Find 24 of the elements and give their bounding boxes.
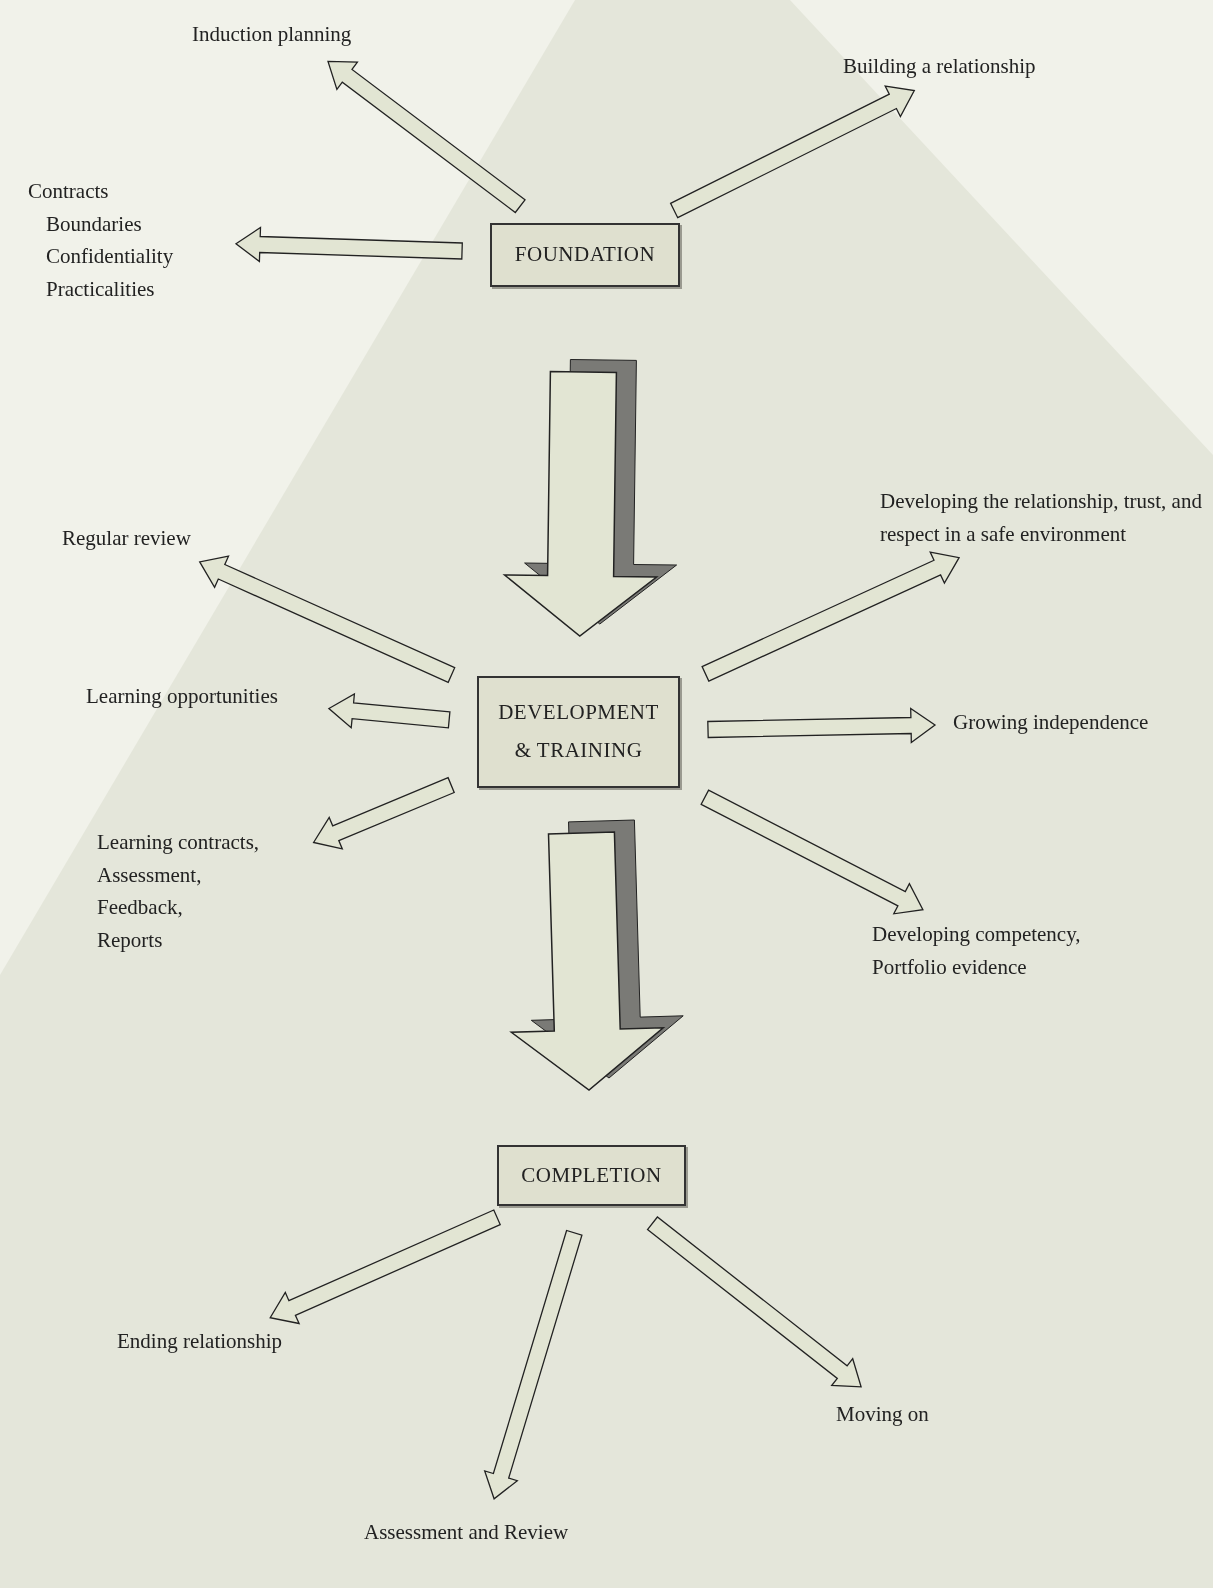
label-text: Contracts [28,178,109,205]
label-text: Feedback, [97,894,183,922]
stage-box [490,223,680,287]
label-text: Regular review [62,525,191,552]
label-text: Learning opportunities [86,683,278,710]
label-text: Developing competency, Portfolio evidence [872,921,1082,981]
label-text: Ending relationship [117,1328,283,1355]
stage-title: DEVELOPMENT & TRAINING [497,699,660,764]
stage-title: COMPLETION [521,1161,662,1189]
stage-box [497,1145,686,1206]
label-text: Practicalities [46,275,155,303]
label-text: Induction planning [192,21,352,48]
stage-box [477,676,680,788]
label-text: Reports [97,926,163,954]
label-text: Confidentiality [46,243,174,271]
label-text: Developing the relationship, trust, and respect in a safe environment [880,488,1203,548]
label-text: Moving on [836,1401,929,1428]
label-text: Assessment and Review [364,1519,569,1546]
stage-title: FOUNDATION [514,241,656,269]
label-text: Building a relationship [843,53,1036,80]
label-text: Boundaries [46,210,142,238]
label-text: Learning contracts, [97,829,260,856]
label-text: Assessment, [97,861,202,889]
label-text: Growing independence [953,709,1149,736]
